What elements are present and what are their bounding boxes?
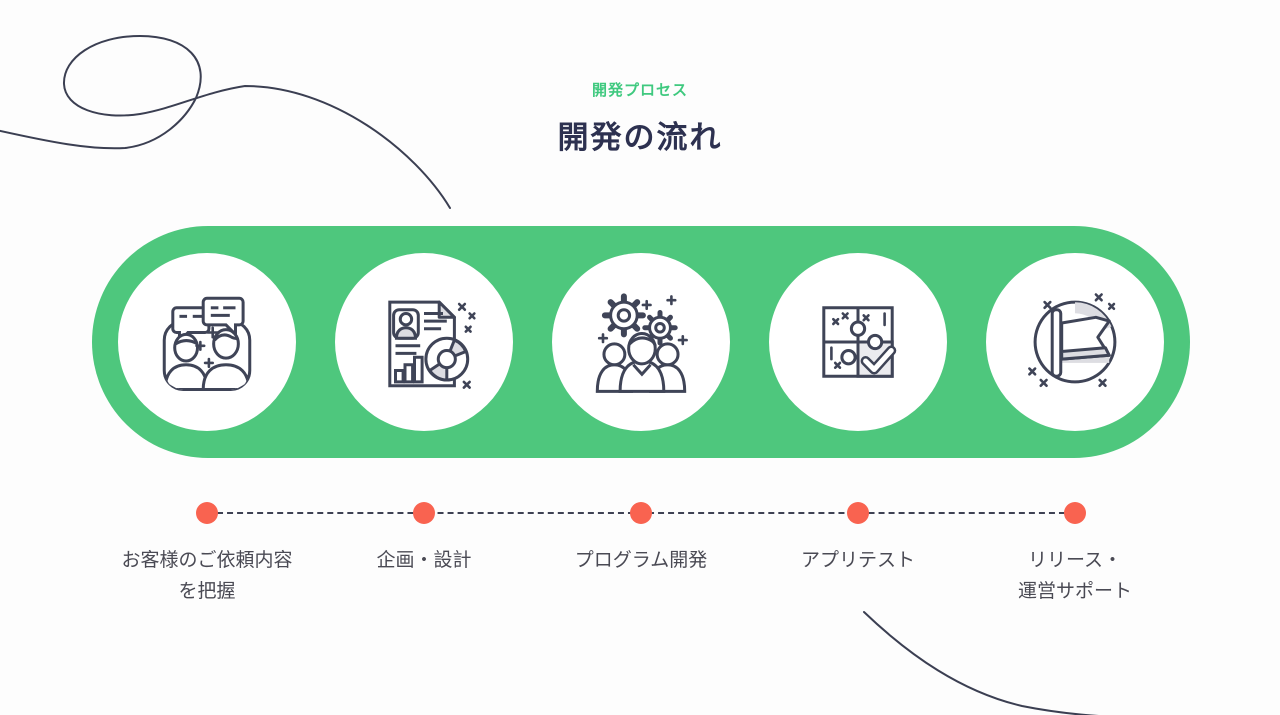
step-circle-testing — [769, 253, 947, 431]
step-label-consultation: お客様のご依頼内容 を把握 — [121, 550, 293, 602]
team-gears-icon — [584, 285, 698, 399]
timeline-dot-1 — [196, 502, 218, 524]
timeline-dot-4 — [847, 502, 869, 524]
puzzle-check-icon — [801, 285, 915, 399]
timeline-dot-3 — [630, 502, 652, 524]
step-label-testing: アプリテスト — [800, 550, 915, 571]
document-chart-icon — [367, 285, 481, 399]
step-label-planning: 企画・設計 — [376, 550, 472, 571]
step-circle-consultation — [118, 253, 296, 431]
page-title: 開発の流れ — [557, 120, 723, 155]
section-eyebrow: 開発プロセス — [591, 82, 688, 99]
step-circle-development — [552, 253, 730, 431]
customers-chat-icon — [150, 285, 264, 399]
flag-circle-icon — [1018, 285, 1132, 399]
bottom-right-curve — [863, 611, 1099, 715]
step-label-development: プログラム開発 — [574, 550, 708, 571]
step-circle-release — [986, 253, 1164, 431]
timeline-dot-5 — [1064, 502, 1086, 524]
step-circle-planning — [335, 253, 513, 431]
timeline-dot-2 — [413, 502, 435, 524]
step-label-release: リリース・ 運営サポート — [1017, 550, 1132, 602]
